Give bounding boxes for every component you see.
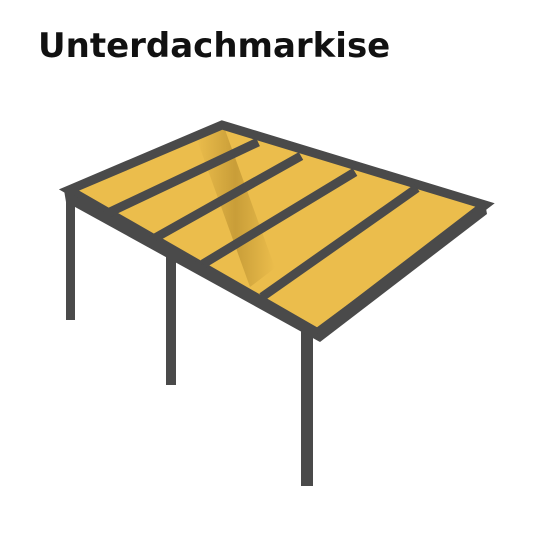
roof-shade xyxy=(196,127,275,287)
post-left xyxy=(66,198,75,320)
posts xyxy=(66,198,313,486)
side-beam xyxy=(316,203,487,342)
rafter-1 xyxy=(106,137,260,218)
front-beam xyxy=(64,190,320,342)
rafter-2 xyxy=(152,152,304,242)
rafter-3 xyxy=(200,168,358,268)
post-front xyxy=(301,330,313,486)
post-middle xyxy=(166,255,176,385)
rafter-4 xyxy=(259,184,420,301)
page-title: Unterdachmarkise xyxy=(38,26,391,66)
rafters xyxy=(106,137,420,301)
